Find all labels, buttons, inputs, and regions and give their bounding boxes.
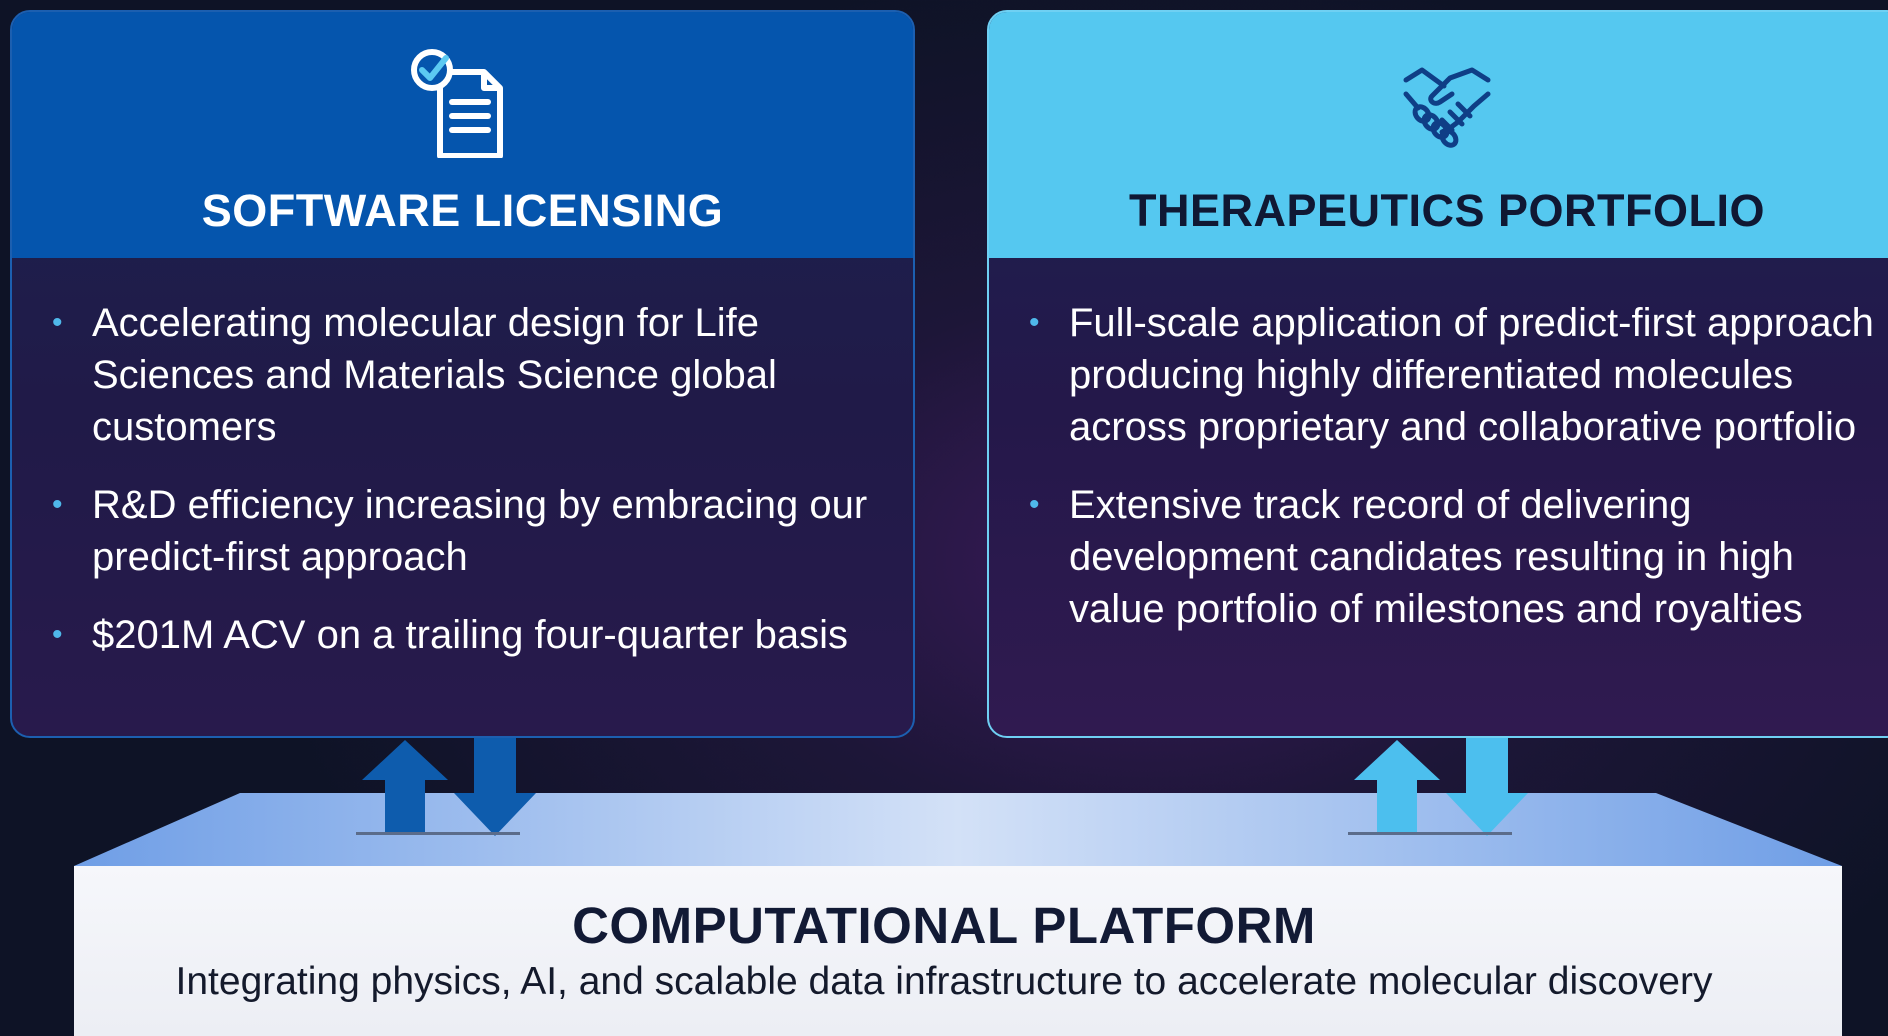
document-checklist-icon <box>410 49 503 158</box>
therapeutics-portfolio-header: THERAPEUTICS PORTFOLIO <box>989 12 1888 258</box>
bullet-dot-icon: • <box>1029 306 1040 339</box>
bullet-dot-icon: • <box>52 618 63 651</box>
bullet-text: Accelerating molecular design for Life S… <box>92 301 777 449</box>
bullet-text: R&D efficiency increasing by embracing o… <box>92 483 868 579</box>
bullet-dot-icon: • <box>1029 488 1040 521</box>
platform-title: COMPUTATIONAL PLATFORM <box>572 897 1316 954</box>
software-licensing-bullets: • Accelerating molecular design for Life … <box>52 297 903 687</box>
therapeutics-portfolio-bullets: • Full-scale application of predict-first… <box>1029 297 1888 661</box>
bullet-dot-icon: • <box>52 488 63 521</box>
software-licensing-header: SOFTWARE LICENSING <box>12 12 913 258</box>
platform-subtitle: Integrating physics, AI, and scalable da… <box>175 960 1713 1003</box>
licensing-up-arrow <box>362 740 448 834</box>
therapeutics-portfolio-title: THERAPEUTICS PORTFOLIO <box>1128 185 1765 236</box>
bullet-dot-icon: • <box>52 306 63 339</box>
bullet-text: Full-scale application of predict-first … <box>1069 301 1874 449</box>
software-licensing-card: SOFTWARE LICENSING • Accelerating molecul… <box>10 10 915 738</box>
software-licensing-title: SOFTWARE LICENSING <box>201 185 724 236</box>
therapeutics-down-arrow <box>1446 738 1528 836</box>
list-item: • R&D efficiency increasing by embracing … <box>52 479 903 583</box>
therapeutics-up-arrow <box>1354 740 1440 834</box>
platform-front-face <box>74 866 1842 1036</box>
bullet-text: Extensive track record of delivering dev… <box>1069 483 1803 631</box>
list-item: • Accelerating molecular design for Life … <box>52 297 903 453</box>
therapeutics-portfolio-card: THERAPEUTICS PORTFOLIO • Full-scale appli… <box>987 10 1888 738</box>
list-item: • Extensive track record of delivering de… <box>1029 479 1888 635</box>
list-item: • Full-scale application of predict-first… <box>1029 297 1888 453</box>
therapeutics-arrow-baseline <box>1348 832 1512 835</box>
handshake-icon <box>1403 67 1491 148</box>
licensing-down-arrow <box>454 738 536 836</box>
list-item: • $201M ACV on a trailing four-quarter ba… <box>52 609 903 661</box>
licensing-arrow-baseline <box>356 832 520 835</box>
bullet-text: $201M ACV on a trailing four-quarter bas… <box>92 613 848 657</box>
